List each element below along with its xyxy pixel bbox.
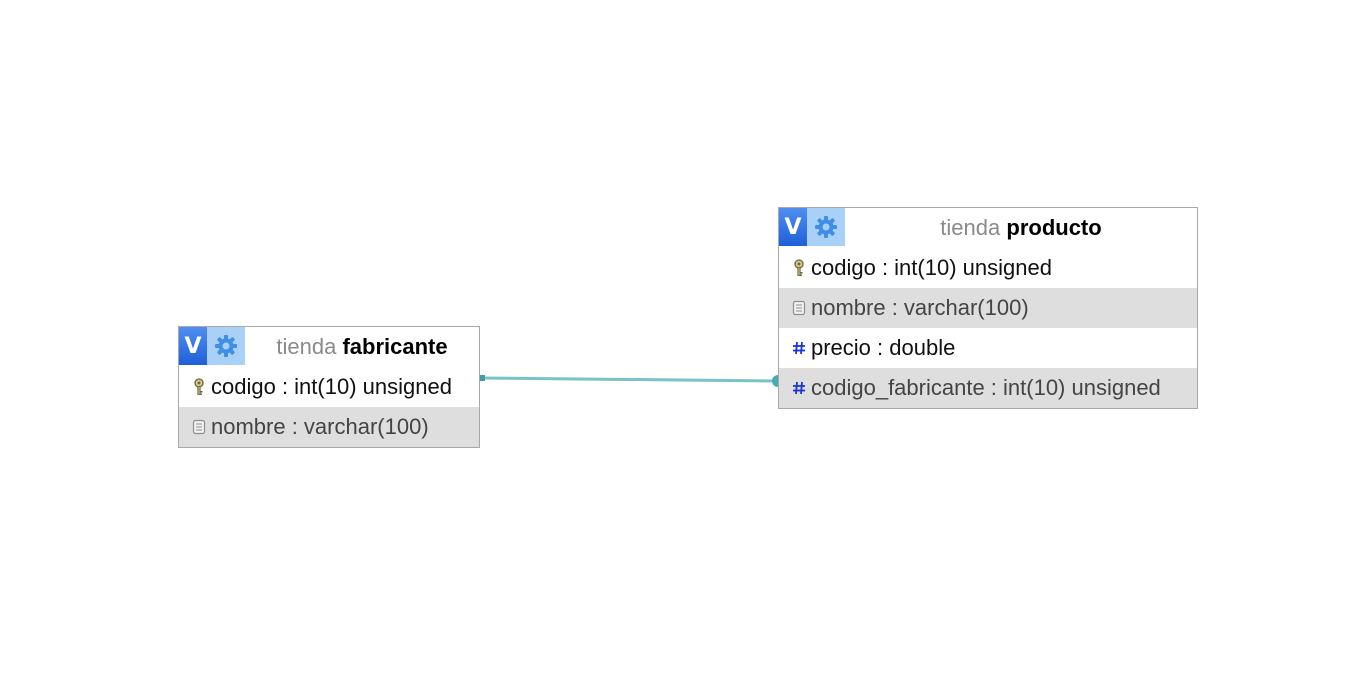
column-row[interactable]: nombre : varchar(100) [779, 288, 1197, 328]
table-settings-button[interactable] [807, 208, 845, 246]
primary-key-icon [794, 259, 804, 276]
column-label: codigo_fabricante : int(10) unsigned [811, 375, 1161, 400]
table-title[interactable]: tienda producto [779, 215, 1197, 241]
header-buttons: V [179, 327, 245, 365]
database-name: tienda [940, 215, 1001, 240]
column-label: precio : double [811, 335, 956, 360]
header-buttons: V [779, 208, 845, 246]
text-column-icon [792, 300, 806, 316]
column-label: nombre : varchar(100) [811, 295, 1029, 320]
column-row[interactable]: codigo : int(10) unsigned [779, 248, 1197, 288]
table-title[interactable]: tienda fabricante [179, 334, 479, 360]
numeric-column-icon [793, 341, 805, 355]
table-fabricante[interactable]: V [178, 326, 480, 448]
relation-line[interactable] [479, 376, 779, 383]
relation-start-marker [479, 375, 485, 381]
toggle-columns-button[interactable]: V [779, 208, 807, 246]
column-label: codigo : int(10) unsigned [811, 255, 1052, 280]
column-label: codigo : int(10) unsigned [211, 374, 452, 399]
table-header[interactable]: V [779, 208, 1197, 248]
column-row[interactable]: codigo : int(10) unsigned [179, 367, 479, 407]
gear-icon [215, 335, 237, 357]
column-label: nombre : varchar(100) [211, 414, 429, 439]
numeric-column-icon [793, 381, 805, 395]
table-name: fabricante [342, 334, 448, 359]
column-row[interactable]: codigo_fabricante : int(10) unsigned [779, 368, 1197, 408]
table-producto[interactable]: V [778, 207, 1198, 409]
toggle-columns-button[interactable]: V [179, 327, 207, 365]
column-row[interactable]: precio : double [779, 328, 1197, 368]
column-row[interactable]: nombre : varchar(100) [179, 407, 479, 447]
table-name: producto [1006, 215, 1102, 240]
gear-icon [815, 216, 837, 238]
table-header[interactable]: V [179, 327, 479, 367]
table-settings-button[interactable] [207, 327, 245, 365]
text-column-icon [192, 419, 206, 435]
database-name: tienda [276, 334, 337, 359]
primary-key-icon [194, 378, 204, 395]
